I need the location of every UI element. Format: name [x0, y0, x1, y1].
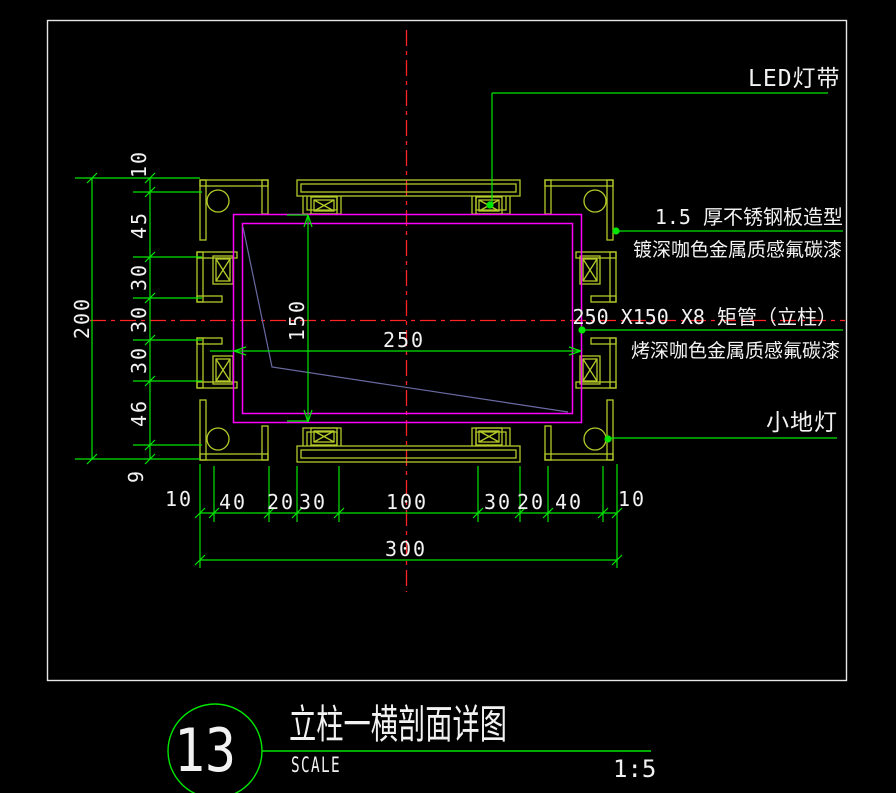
annotation-led: LED灯带: [748, 66, 841, 92]
centerlines: [90, 30, 845, 592]
dim-bottom-total: 300: [385, 537, 427, 561]
dim-label: 100: [386, 490, 428, 514]
title-block: 13 立柱一横剖面详图 SCALE 1:5: [167, 702, 656, 793]
leader-led: [486, 92, 828, 209]
detail-number: 13: [174, 716, 236, 786]
cladding-bar-bottom: [296, 427, 521, 463]
annotation-labels: LED灯带 1.5 厚不锈钢板造型 镀深咖色金属质感氟碳漆 250 X150 X…: [573, 66, 844, 436]
leader-tube: [578, 326, 843, 334]
annotation-tube-line2: 烤深咖色金属质感氟碳漆: [631, 340, 840, 362]
dim-label: 10: [165, 487, 193, 511]
construction-diagonal-line: [242, 226, 569, 413]
dim-label: 10: [127, 150, 151, 178]
scale-label: SCALE: [291, 753, 341, 777]
leader-ground-light: [604, 435, 837, 443]
dimension-lines: [75, 92, 843, 568]
dim-label: 30: [127, 305, 151, 333]
dim-label: 20: [517, 490, 545, 514]
dim-label: 9: [124, 469, 148, 483]
dim-label: 40: [219, 490, 247, 514]
dimension-labels: 200 10 45 30 30 30 46 9 150 250 10 40 20…: [70, 150, 646, 561]
scale-value: 1:5: [613, 755, 656, 783]
drawing-title: 立柱一横剖面详图: [289, 702, 507, 748]
corner-bracket-bottom-left: [199, 399, 269, 461]
annotation-steel-line2: 镀深咖色金属质感氟碳漆: [633, 239, 842, 261]
annotation-tube-line1: 250 X150 X8 矩管（立柱）: [573, 305, 838, 329]
dim-label: 20: [267, 490, 295, 514]
dim-tube-width: 250: [383, 328, 425, 352]
dim-label: 10: [618, 487, 646, 511]
corner-bracket-bottom-right: [544, 399, 614, 461]
tube-section: [232, 213, 583, 424]
dim-tube-height: 150: [285, 299, 309, 341]
cladding-bar-top: [296, 179, 521, 215]
dim-label: 40: [555, 490, 583, 514]
annotation-steel-line1: 1.5 厚不锈钢板造型: [655, 205, 843, 229]
dim-label: 30: [299, 490, 327, 514]
dim-left-total: 200: [70, 297, 94, 339]
dim-label: 46: [127, 399, 151, 427]
annotation-ground-light: 小地灯: [766, 410, 838, 436]
mid-bracket-left-lower: [196, 337, 238, 389]
corner-bracket-top-right: [544, 179, 614, 241]
dim-label: 30: [127, 263, 151, 291]
leader-steel-plate: [612, 227, 843, 235]
tick-marks-bottom: [194, 507, 623, 566]
dim-label: 45: [127, 211, 151, 239]
dim-label: 30: [127, 346, 151, 374]
tick-marks-left: [86, 172, 156, 465]
mid-bracket-right-lower: [575, 337, 617, 389]
dim-label: 30: [484, 490, 512, 514]
mid-bracket-right-upper: [575, 251, 617, 303]
sheet-border: [46, 19, 848, 682]
mid-bracket-left-upper: [196, 251, 238, 303]
